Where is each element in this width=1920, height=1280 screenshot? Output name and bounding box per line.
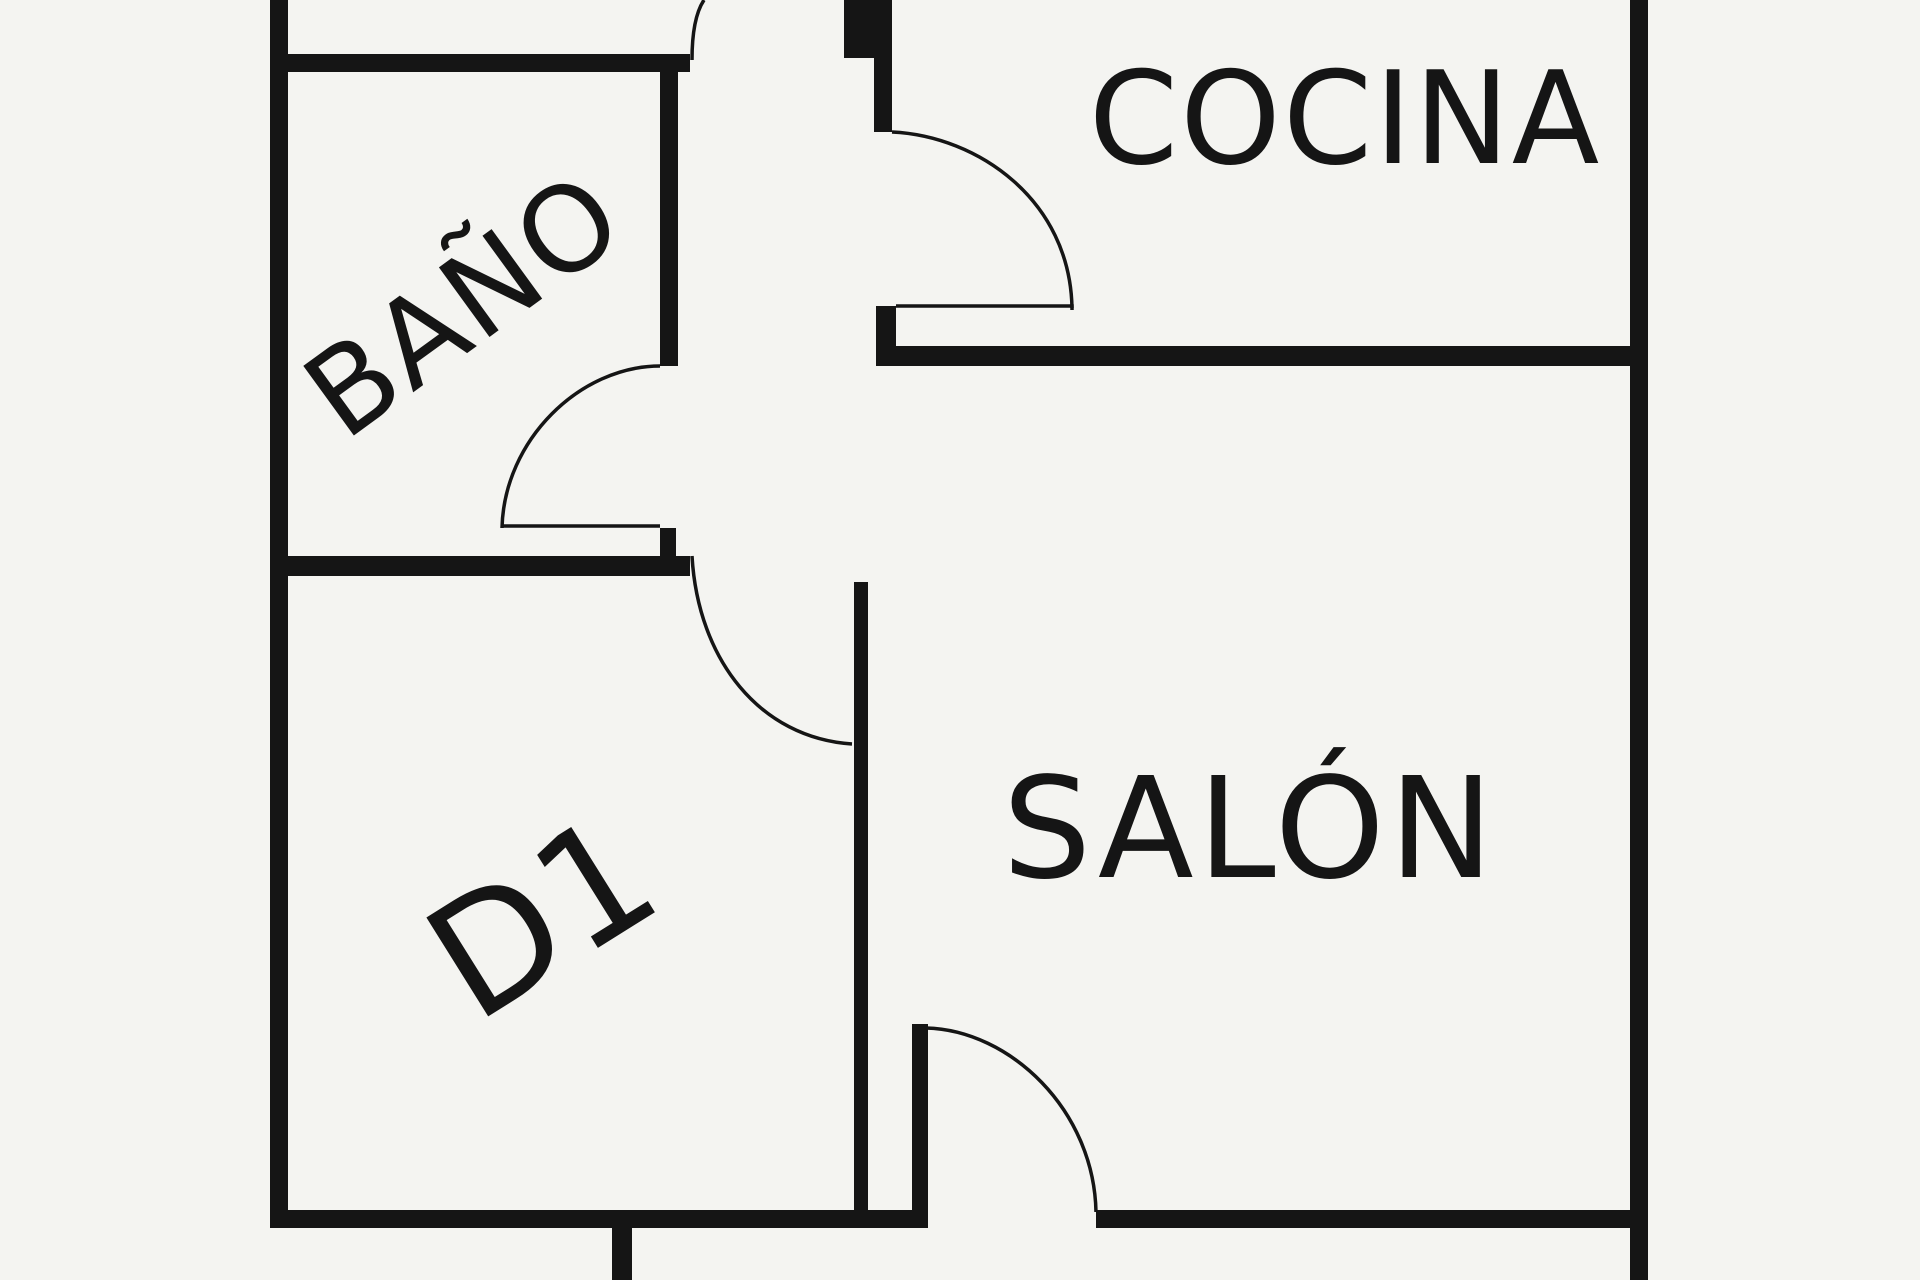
entry-door-jamb xyxy=(912,1024,928,1228)
bedroom-salon-wall xyxy=(854,582,868,1210)
kitchen-salon-wall xyxy=(876,346,1648,366)
kitchen-left-wall-upper xyxy=(874,0,892,132)
bathroom-bedroom-wall xyxy=(270,556,690,576)
top-left-door-swing xyxy=(690,0,706,61)
bottom-stub-right xyxy=(1630,1228,1648,1280)
top-center-jamb xyxy=(844,0,878,58)
bottom-stub-left xyxy=(612,1228,632,1280)
top-left-wall xyxy=(270,54,690,72)
bathroom-right-wall xyxy=(660,72,678,366)
living-room-label: SALÓN xyxy=(1002,746,1497,911)
doors xyxy=(500,0,1098,1213)
bottom-wall-right xyxy=(1096,1210,1648,1228)
bathroom-label: BAÑO xyxy=(280,145,648,465)
kitchen-label: COCINA xyxy=(1089,45,1602,194)
room-labels: COCINA SALÓN BAÑO D1 xyxy=(280,45,1602,1057)
bathroom-door-stub xyxy=(660,528,676,558)
bathroom-door-swing xyxy=(500,364,661,529)
kitchen-door-leaf xyxy=(896,304,1074,310)
kitchen-door-swing xyxy=(891,130,1074,309)
outer-left-wall xyxy=(270,0,288,1228)
outer-right-wall xyxy=(1630,0,1648,1280)
bedroom-door-swing xyxy=(690,555,853,746)
entry-door-swing xyxy=(925,1026,1098,1213)
bedroom-label: D1 xyxy=(396,777,689,1057)
bottom-wall-left xyxy=(270,1210,918,1228)
walls xyxy=(270,0,1648,1280)
